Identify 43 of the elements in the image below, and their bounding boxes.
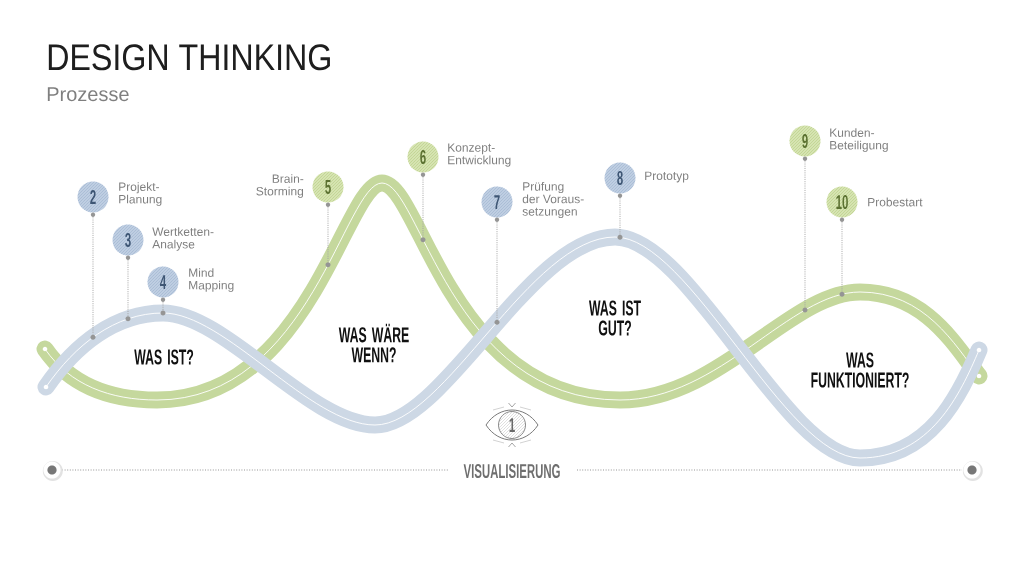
step-number: 3 [125, 232, 131, 260]
step-number: 10 [836, 194, 848, 222]
step-number [789, 125, 821, 157]
leader-line [619, 197, 621, 236]
step-label: Mind Mapping [189, 268, 234, 292]
leader-line [92, 216, 94, 336]
step-label: Probestart [868, 197, 923, 207]
step-label: Wertketten- Analyse [152, 227, 214, 251]
step-number [826, 186, 858, 218]
step-label: Projekt- Planung [119, 182, 162, 206]
step-number: 4 [160, 275, 167, 302]
leader-line [804, 160, 806, 308]
question-heading: WAS FUNKTIONIERT? [811, 352, 909, 388]
step-number [481, 186, 513, 218]
step-label: Prüfung der Voraus- setzungen [522, 181, 584, 219]
leader-line [127, 259, 129, 317]
question-heading: WAS WÄRE WENN? [338, 323, 409, 363]
step-number [604, 162, 636, 194]
leader-line [496, 221, 498, 320]
step-number: 9 [802, 133, 808, 161]
step-number [77, 181, 109, 213]
step-number: 5 [325, 180, 331, 207]
question-heading: WAS IST? [134, 349, 194, 365]
step-label: Brain- Storming [256, 174, 304, 198]
step-number [312, 171, 344, 203]
step-number: 7 [494, 195, 500, 222]
subtitle: Prozesse [47, 87, 129, 102]
step-number [407, 141, 439, 173]
step-number: 6 [420, 149, 426, 177]
step-number: 2 [90, 190, 96, 217]
leader-line [422, 176, 424, 238]
step-title: VISUALISIERUNG [462, 462, 562, 480]
title: DESIGN THINKING [48, 44, 330, 71]
leader-line [841, 221, 843, 292]
step-number [147, 266, 179, 298]
step-number [112, 224, 144, 256]
step-label: Konzept- Entwicklung [448, 143, 511, 167]
question-heading: WAS IST GUT? [589, 300, 641, 336]
step-label: Kunden- Beteiligung [830, 128, 888, 152]
step-label: Prototyp [645, 171, 689, 183]
step-number: 8 [617, 170, 623, 198]
leader-line [327, 206, 329, 263]
leader-line [162, 301, 164, 311]
